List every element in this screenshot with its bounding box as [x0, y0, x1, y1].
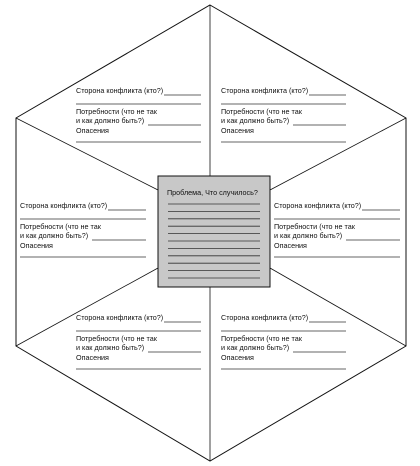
needs-label-cont: и как должно быть?): [20, 231, 88, 240]
needs-label: Потребности (что не так: [221, 334, 303, 343]
fears-label: Опасения: [221, 126, 254, 135]
divider-upper-left: [15, 117, 159, 191]
needs-label: Потребности (что не так: [221, 107, 303, 116]
divider-lower-left: [15, 267, 159, 347]
fears-label: Опасения: [76, 126, 109, 135]
divider-lower-right: [269, 267, 407, 347]
needs-label: Потребности (что не так: [76, 107, 158, 116]
fears-label: Опасения: [20, 241, 53, 250]
problem-box: [157, 175, 271, 288]
section-top-left: Сторона конфликта (кто?) Потребности (чт…: [76, 86, 201, 143]
problem-writing-lines: [168, 203, 260, 279]
party-label: Сторона конфликта (кто?): [20, 201, 107, 210]
party-label: Сторона конфликта (кто?): [221, 313, 308, 322]
needs-label-cont: и как должно быть?): [76, 343, 144, 352]
needs-label-cont: и как должно быть?): [76, 116, 144, 125]
needs-label-cont: и как должно быть?): [221, 343, 289, 352]
section-bottom-right: Сторона конфликта (кто?) Потребности (чт…: [221, 313, 346, 370]
divider-upper-right: [269, 117, 407, 191]
problem-title: Проблема, Что случилось?: [167, 188, 258, 197]
party-label: Сторона конфликта (кто?): [274, 201, 361, 210]
fears-label: Опасения: [221, 353, 254, 362]
section-right: Сторона конфликта (кто?) Потребности (чт…: [274, 201, 400, 258]
fears-label: Опасения: [274, 241, 307, 250]
section-bottom-left: Сторона конфликта (кто?) Потребности (чт…: [76, 313, 201, 370]
needs-label: Потребности (что не так: [274, 222, 356, 231]
party-label: Сторона конфликта (кто?): [221, 86, 308, 95]
needs-label-cont: и как должно быть?): [221, 116, 289, 125]
needs-label-cont: и как должно быть?): [274, 231, 342, 240]
needs-label: Потребности (что не так: [20, 222, 102, 231]
needs-label: Потребности (что не так: [76, 334, 158, 343]
section-left: Сторона конфликта (кто?) Потребности (чт…: [20, 201, 146, 258]
section-top-right: Сторона конфликта (кто?) Потребности (чт…: [221, 86, 346, 143]
party-label: Сторона конфликта (кто?): [76, 313, 163, 322]
party-label: Сторона конфликта (кто?): [76, 86, 163, 95]
fears-label: Опасения: [76, 353, 109, 362]
